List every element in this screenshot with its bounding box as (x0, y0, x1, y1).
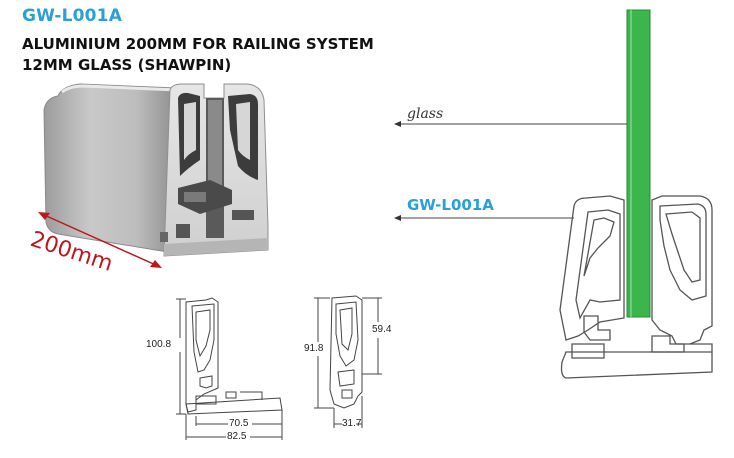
product-title-line-2: 12MM GLASS (SHAWPIN) (22, 56, 232, 74)
glass-callout-line (394, 121, 627, 127)
left-outer-width-dimension: 82.5 (227, 431, 247, 442)
length-dimension-arrow (38, 212, 162, 268)
profile-code-label: GW-L001A (407, 196, 494, 214)
product-code: GW-L001A (22, 6, 123, 26)
glass-label: glass (407, 106, 444, 122)
left-height-dimension: 100.8 (146, 339, 172, 350)
technical-drawing-left (176, 297, 283, 440)
aluminium-profile-photo (43, 83, 269, 257)
profile-callout-line (394, 215, 574, 221)
glass-panel (626, 9, 651, 318)
product-title-line-1: ALUMINIUM 200MM FOR RAILING SYSTEM (22, 35, 374, 53)
left-inner-width-dimension: 70.5 (229, 418, 249, 429)
technical-drawing-right (314, 295, 382, 428)
section-profile-outline (559, 195, 713, 379)
right-upper-height-dimension: 59.4 (372, 324, 392, 335)
right-base-width-dimension: 31.7 (342, 418, 362, 429)
right-height-dimension: 91.8 (304, 343, 324, 354)
